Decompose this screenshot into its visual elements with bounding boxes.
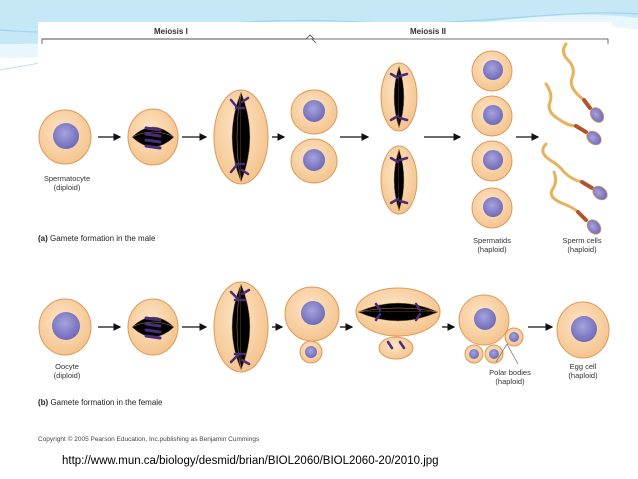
meiosis-diagram	[38, 34, 610, 373]
meiosis-2-dividing-cells	[380, 62, 418, 215]
egg-cell-label: Egg cell (haploid)	[568, 362, 598, 380]
female-metaphase-1-cell	[127, 298, 179, 356]
female-anaphase-1-cell	[213, 281, 269, 373]
copyright-text: Copyright © 2005 Pearson Education, Inc.…	[38, 436, 260, 443]
polar-bodies-label: Polar bodies (haploid)	[489, 368, 531, 386]
spermatids-label: Spermatids (haploid)	[473, 236, 511, 254]
sperm-cells-label: Sperm cells (haploid)	[562, 236, 602, 254]
meiosis-1-bracket	[41, 34, 315, 44]
egg-cell	[556, 301, 610, 359]
sperm-cells	[541, 42, 608, 235]
male-caption: (a) Gamete formation in the male	[38, 234, 156, 243]
oocyte-label: Oocyte (diploid)	[53, 362, 81, 380]
ootid-with-polar-bodies	[458, 294, 524, 365]
telophase-1-cells	[290, 89, 338, 184]
meiosis-2-label: Meiosis II	[410, 27, 447, 36]
spermatocyte-cell	[38, 109, 92, 165]
oocyte-cell	[38, 298, 92, 356]
female-meiosis-2-dividing-cell	[355, 287, 441, 360]
source-url: http://www.mun.ca/biology/desmid/brian/B…	[62, 455, 439, 467]
spermatocyte-label: Spermatocyte (diploid)	[43, 174, 91, 192]
meiosis-2-bracket	[311, 38, 609, 44]
meiosis-1-label: Meiosis I	[154, 27, 188, 36]
female-caption: (b) Gamete formation in the female	[38, 398, 163, 407]
oocyte-and-first-polar-body	[284, 286, 340, 364]
meiosis-figure: Meiosis I Meiosis II Spermatocyte (diplo…	[38, 22, 612, 450]
anaphase-1-cell	[213, 89, 269, 185]
spermatid-cells	[471, 50, 513, 229]
metaphase-1-cell	[127, 108, 179, 166]
